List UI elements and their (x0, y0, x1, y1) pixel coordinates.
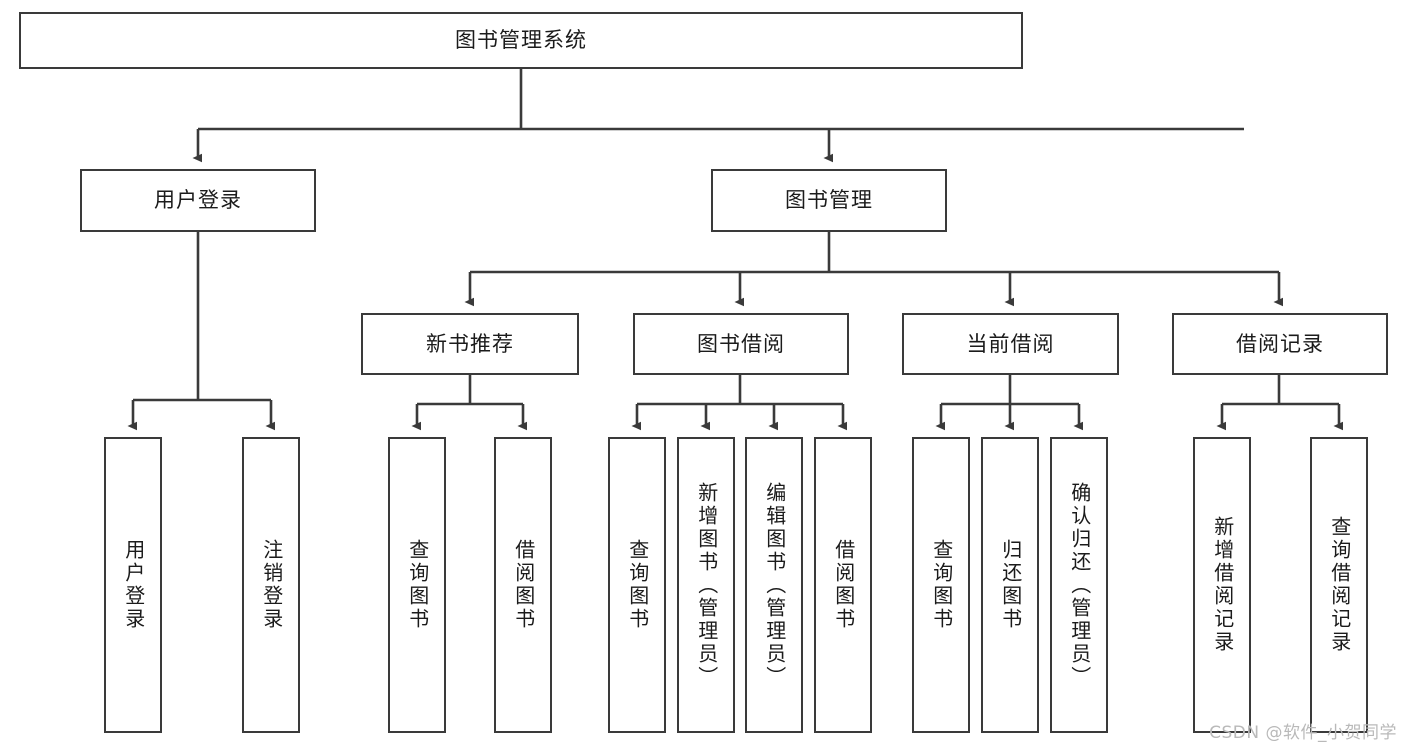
leaf-label: 新增借阅记录 (1210, 516, 1235, 654)
leaf-query-borrow-record[interactable]: 查询借阅记录 (1310, 437, 1368, 733)
leaf-label: 归还图书 (998, 539, 1023, 631)
leaf-return-book[interactable]: 归还图书 (981, 437, 1039, 733)
leaf-label: 借阅图书 (511, 539, 536, 631)
node-root-system[interactable]: 图书管理系统 (19, 12, 1023, 69)
leaf-user-login[interactable]: 用户登录 (104, 437, 162, 733)
leaf-label: 用户登录 (121, 539, 146, 631)
leaf-query-book-2[interactable]: 查询图书 (608, 437, 666, 733)
leaf-confirm-return-admin[interactable]: 确认归还（管理员） (1050, 437, 1108, 733)
node-borrow-record[interactable]: 借阅记录 (1172, 313, 1388, 375)
leaf-add-borrow-record[interactable]: 新增借阅记录 (1193, 437, 1251, 733)
leaf-label: 查询图书 (625, 539, 650, 631)
leaf-label: 编辑图书（管理员） (762, 481, 787, 689)
leaf-logout-login[interactable]: 注销登录 (242, 437, 300, 733)
leaf-label: 查询图书 (405, 539, 430, 631)
node-user-login[interactable]: 用户登录 (80, 169, 316, 232)
leaf-label: 查询图书 (929, 539, 954, 631)
leaf-query-book-1[interactable]: 查询图书 (388, 437, 446, 733)
leaf-label: 借阅图书 (831, 539, 856, 631)
leaf-borrow-book-1[interactable]: 借阅图书 (494, 437, 552, 733)
leaf-label: 新增图书（管理员） (694, 481, 719, 689)
leaf-label: 注销登录 (259, 539, 284, 631)
leaf-label: 查询借阅记录 (1327, 516, 1352, 654)
leaf-add-book-admin[interactable]: 新增图书（管理员） (677, 437, 735, 733)
leaf-label: 确认归还（管理员） (1067, 481, 1092, 689)
leaf-query-book-3[interactable]: 查询图书 (912, 437, 970, 733)
node-book-manage[interactable]: 图书管理 (711, 169, 947, 232)
leaf-borrow-book-2[interactable]: 借阅图书 (814, 437, 872, 733)
node-new-book-recommend[interactable]: 新书推荐 (361, 313, 579, 375)
leaf-edit-book-admin[interactable]: 编辑图书（管理员） (745, 437, 803, 733)
node-current-borrow[interactable]: 当前借阅 (902, 313, 1119, 375)
node-book-borrow[interactable]: 图书借阅 (633, 313, 849, 375)
